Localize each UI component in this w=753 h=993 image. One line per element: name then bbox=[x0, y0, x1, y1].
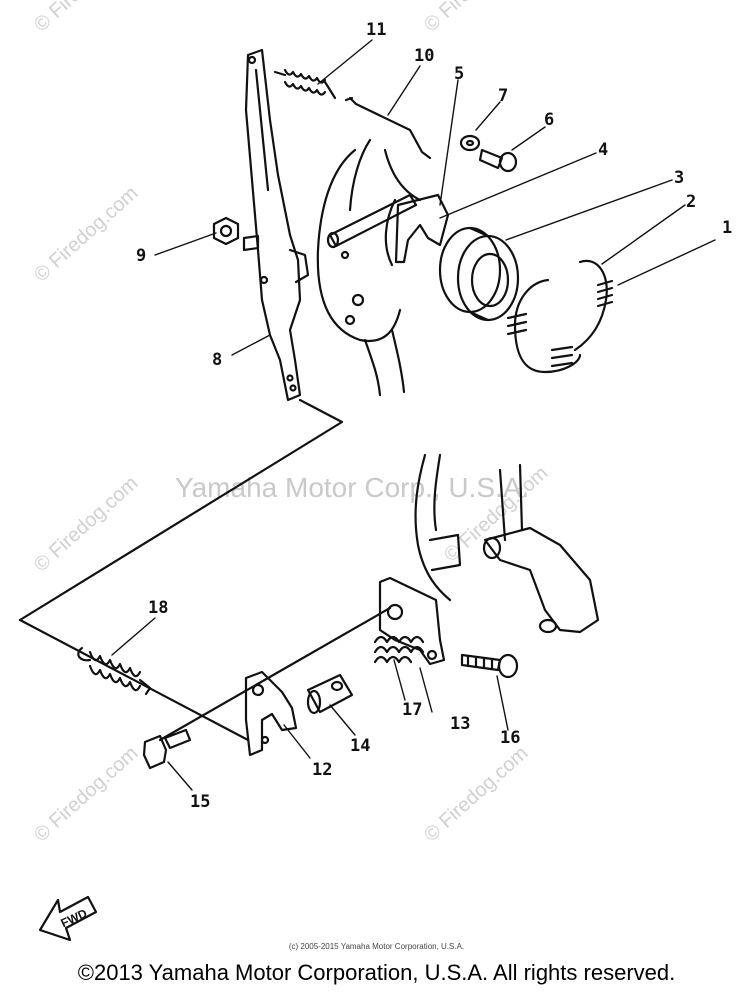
callout-8: 8 bbox=[212, 350, 223, 370]
fwd-arrow-icon bbox=[38, 895, 98, 942]
callout-6: 6 bbox=[544, 110, 555, 130]
part-15-bolt bbox=[142, 728, 192, 770]
part-7-washer bbox=[459, 134, 481, 152]
part-18-spring bbox=[77, 646, 152, 696]
callout-3: 3 bbox=[674, 168, 685, 188]
part-5-shaft bbox=[326, 193, 418, 249]
part-4-shift-fork bbox=[394, 193, 450, 264]
callout-9: 9 bbox=[136, 246, 147, 266]
callout-7: 7 bbox=[498, 86, 509, 106]
footer-copyright: ©2013 Yamaha Motor Corporation, U.S.A. A… bbox=[77, 960, 676, 985]
connector-line bbox=[158, 606, 392, 742]
callout-14: 14 bbox=[350, 736, 371, 756]
callout-1: 1 bbox=[722, 218, 733, 238]
callout-12: 12 bbox=[312, 760, 333, 780]
engine-housing-upper bbox=[316, 138, 422, 397]
small-copyright: (c) 2005-2015 Yamaha Motor Corporation, … bbox=[288, 942, 465, 951]
callout-5: 5 bbox=[454, 64, 465, 84]
part-10-link bbox=[344, 96, 432, 160]
callout-10: 10 bbox=[414, 46, 435, 66]
part-9-nut bbox=[212, 216, 260, 252]
part-12-lever bbox=[244, 670, 298, 757]
callout-16: 16 bbox=[500, 728, 521, 748]
callout-11: 11 bbox=[366, 20, 387, 40]
part-11-spring bbox=[273, 68, 337, 100]
part-13-bracket bbox=[378, 576, 446, 666]
callout-13: 13 bbox=[450, 714, 471, 734]
callout-17: 17 bbox=[402, 700, 423, 720]
part-17-spring bbox=[373, 635, 425, 664]
callout-15: 15 bbox=[190, 792, 211, 812]
callout-4: 4 bbox=[598, 140, 609, 160]
callout-2: 2 bbox=[686, 192, 697, 212]
part-1-clip bbox=[506, 278, 582, 374]
part-3-collar bbox=[438, 226, 520, 322]
leader-lines bbox=[111, 39, 716, 791]
connector-line bbox=[18, 618, 250, 742]
part-8-lever bbox=[244, 48, 310, 402]
part-14-pin bbox=[306, 673, 354, 715]
callout-18: 18 bbox=[148, 598, 169, 618]
part-6-bolt bbox=[478, 148, 518, 173]
engine-housing-lower bbox=[414, 453, 600, 634]
connector-line bbox=[18, 398, 344, 622]
part-2-clip bbox=[573, 259, 614, 352]
part-16-bolt bbox=[460, 653, 519, 679]
